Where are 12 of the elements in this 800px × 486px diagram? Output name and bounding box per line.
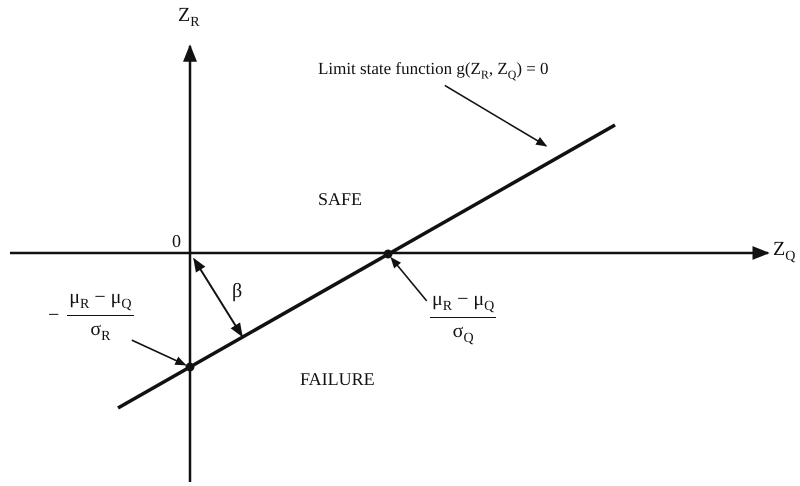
region-label: FAILURE — [300, 370, 375, 390]
fraction-numerator: μ$_{R}$ − μ$_{Q}$ — [67, 286, 134, 316]
axis-label: Z$_{R}$ — [178, 4, 200, 30]
fraction-numerator: μ$_{R}$ − μ$_{Q}$ — [430, 288, 496, 318]
line-label: Limit state function g(Z$_{R}$, Z$_{Q}$) = 0 — [318, 60, 549, 82]
minus-sign: − — [48, 304, 60, 327]
beta-label: β — [232, 280, 242, 302]
region-label: SAFE — [318, 190, 362, 210]
origin-label: 0 — [172, 232, 181, 252]
fraction-denominator: σ$_{R}$ — [90, 317, 110, 345]
axis-label: Z$_{Q}$ — [773, 238, 796, 264]
fraction-denominator: σ$_{Q}$ — [452, 319, 474, 347]
